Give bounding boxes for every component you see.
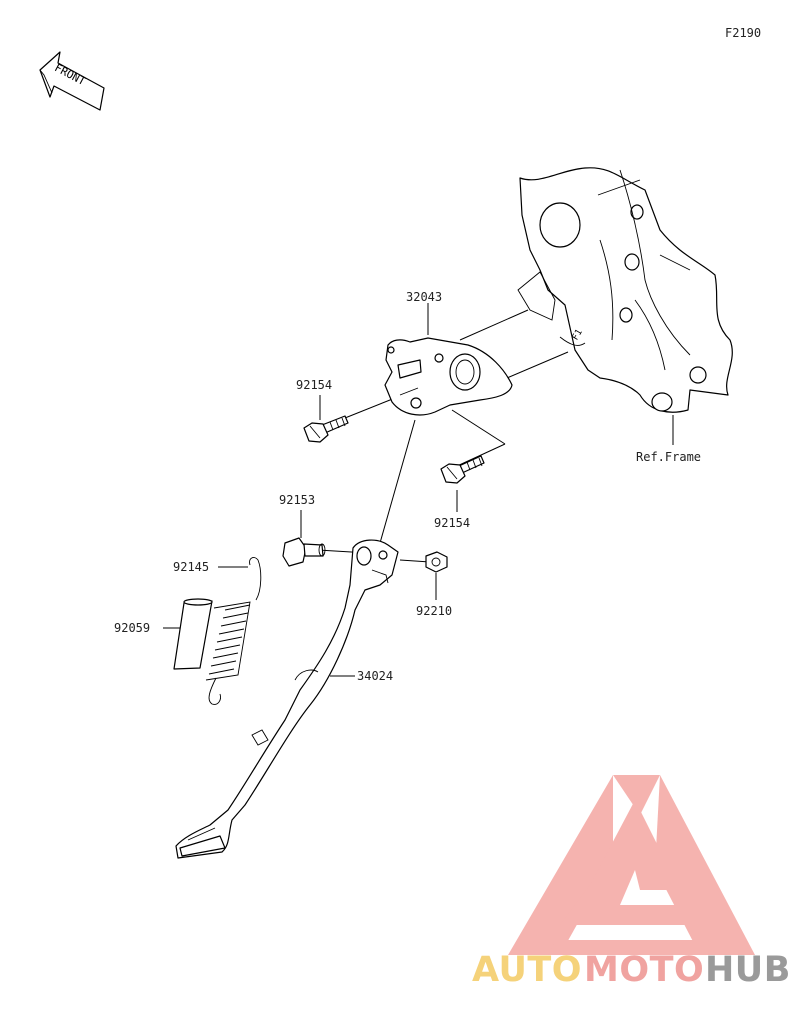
frame-reference: F1 <box>517 167 733 413</box>
bolt-92153 <box>282 537 326 567</box>
part-label-92154-upper: 92154 <box>296 378 332 392</box>
collar-92059 <box>173 598 213 670</box>
watermark-auto: AUTO <box>472 950 582 990</box>
svg-text:F1: F1 <box>571 328 585 342</box>
part-label-34024: 34024 <box>357 669 393 683</box>
bracket-32043 <box>384 337 513 416</box>
spring-92145 <box>205 557 262 705</box>
reference-frame-label: Ref.Frame <box>636 450 701 464</box>
part-label-92154-lower: 92154 <box>434 516 470 530</box>
figure-code: F2190 <box>725 26 761 40</box>
nut-92210 <box>425 551 448 573</box>
part-labels: 32043 92154 92154 92153 92145 92059 9221… <box>114 290 701 683</box>
watermark-logo-icon <box>508 775 755 955</box>
side-stand-34024 <box>175 539 399 859</box>
part-label-32043: 32043 <box>406 290 442 304</box>
bolt-92154-upper <box>303 415 349 443</box>
watermark-hub: HUB <box>705 950 791 990</box>
watermark-text: AUTO MOTO HUB <box>472 950 791 990</box>
part-label-92145: 92145 <box>173 560 209 574</box>
part-label-92210: 92210 <box>416 604 452 618</box>
watermark-moto: MOTO <box>584 950 704 990</box>
part-label-92153: 92153 <box>279 493 315 507</box>
part-label-92059: 92059 <box>114 621 150 635</box>
front-arrow-icon: FRONT <box>39 51 105 111</box>
bolt-92154-lower <box>440 455 485 484</box>
